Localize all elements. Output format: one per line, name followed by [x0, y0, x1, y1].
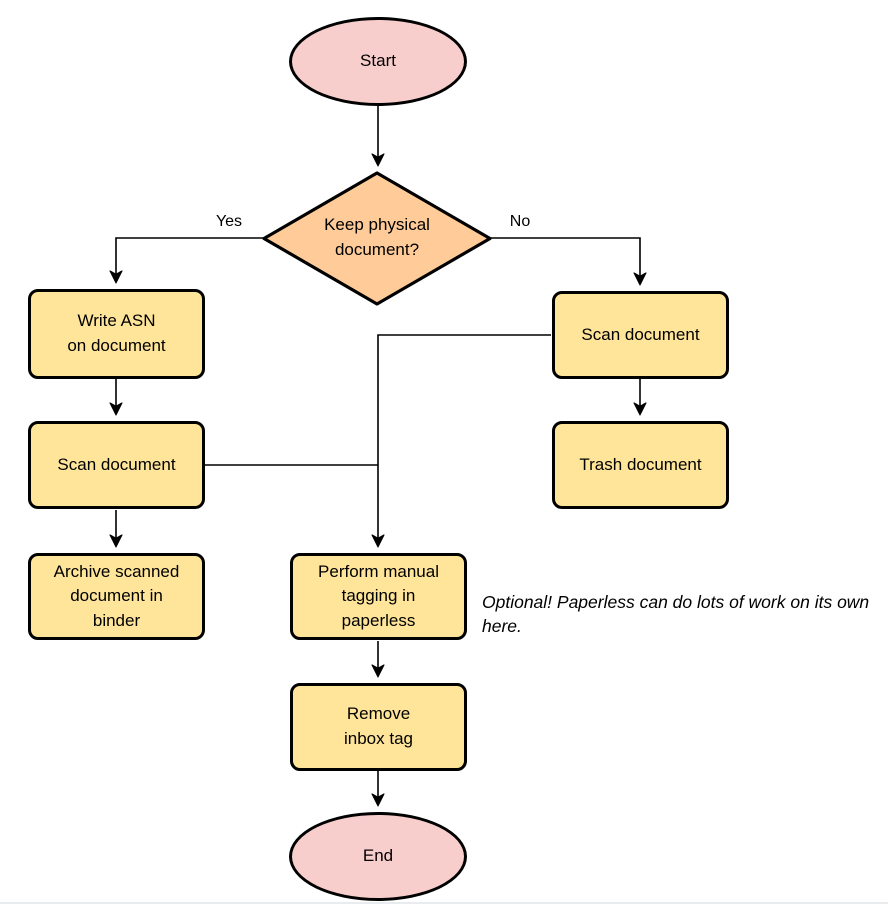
annotation-note-line2: its own here.	[482, 592, 870, 636]
node-archive-label-line3: binder	[92, 610, 141, 630]
edge-scanright-to-tagging	[378, 334, 551, 546]
node-remove-inbox-tag-label-line1: Remove	[346, 704, 411, 724]
node-scan-document-right: Scan document	[552, 291, 729, 379]
node-write-asn: Write ASN on document	[28, 289, 205, 379]
node-trash-document-label: Trash document	[579, 454, 702, 474]
edge-decision-no	[491, 237, 640, 284]
edge-label-no: No	[509, 213, 531, 230]
node-start-label: Start	[360, 51, 396, 71]
node-perform-tagging-label-line3: paperless	[341, 610, 416, 630]
node-end: End	[289, 812, 467, 901]
node-archive: Archive scanned document in binder	[28, 553, 205, 640]
node-decision: Keep physical document?	[277, 190, 477, 286]
edge-label-yes: Yes	[215, 213, 243, 230]
node-start: Start	[289, 17, 467, 106]
node-write-asn-label-line2: on document	[67, 336, 166, 355]
node-write-asn-label-line1: Write ASN	[77, 311, 156, 331]
node-perform-tagging-label-line2: tagging in	[341, 586, 416, 606]
annotation-note: Optional! Paperless can do lots of work …	[482, 591, 888, 638]
node-perform-tagging-label-line1: Perform manual	[318, 561, 439, 581]
node-archive-label-line1: Archive scanned	[53, 561, 180, 581]
node-decision-label-line2: document?	[334, 240, 420, 259]
node-perform-tagging: Perform manual tagging in paperless	[290, 553, 467, 640]
edge-decision-yes	[116, 237, 263, 282]
decision-diamond-shape	[262, 171, 492, 306]
node-decision-label-line1: Keep physical	[324, 215, 430, 235]
node-end-label: End	[362, 846, 394, 866]
node-scan-document-right-label: Scan document	[581, 324, 700, 344]
annotation-note-line1: Optional! Paperless can do lots of work …	[482, 592, 810, 612]
node-archive-label-line2: document in	[70, 586, 163, 606]
node-scan-document-left-label: Scan document	[57, 454, 176, 474]
node-trash-document: Trash document	[552, 421, 729, 509]
node-remove-inbox-tag: Remove inbox tag	[290, 683, 467, 771]
bottom-divider	[0, 902, 888, 904]
node-remove-inbox-tag-label-line2: inbox tag	[344, 729, 413, 748]
node-scan-document-left: Scan document	[28, 421, 205, 509]
